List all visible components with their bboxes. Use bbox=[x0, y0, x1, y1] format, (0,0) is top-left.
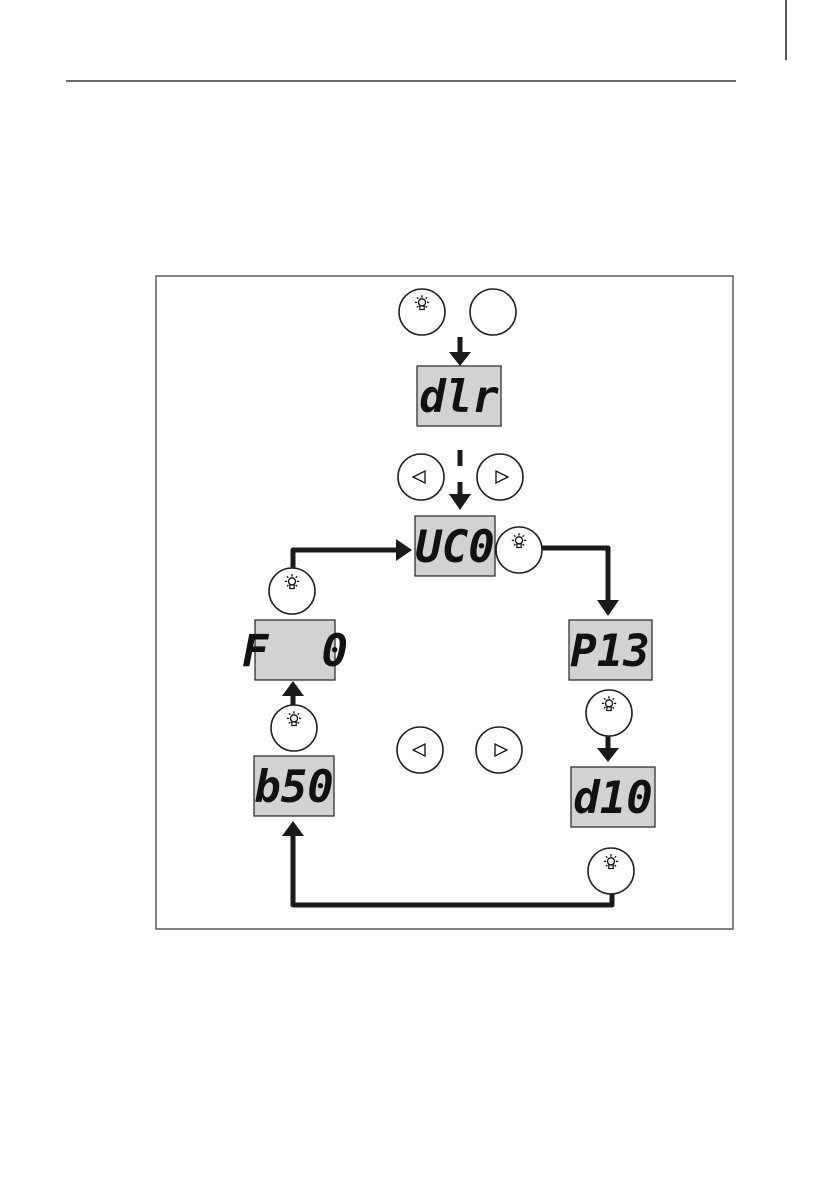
svg-text:F 0: F 0 bbox=[242, 626, 348, 677]
left-button-top[interactable] bbox=[398, 454, 444, 500]
svg-text:b50: b50 bbox=[254, 762, 333, 813]
enter-button-right-lower[interactable] bbox=[588, 848, 634, 894]
enter-button-uco[interactable] bbox=[496, 527, 542, 573]
display-d10: d10 bbox=[571, 767, 655, 827]
enter-button-left-upper[interactable] bbox=[269, 568, 315, 614]
svg-text:d10: d10 bbox=[573, 773, 652, 824]
blank-button-top[interactable] bbox=[470, 289, 516, 335]
display-dir: dlr bbox=[417, 366, 501, 426]
display-f0: F 0 bbox=[242, 620, 348, 680]
enter-button-right-upper[interactable] bbox=[586, 690, 632, 736]
display-b50: b50 bbox=[254, 756, 334, 816]
right-button-center[interactable] bbox=[476, 727, 522, 773]
enter-button-top[interactable] bbox=[399, 289, 445, 335]
display-uco: UC0 bbox=[415, 516, 495, 576]
left-button-center[interactable] bbox=[397, 727, 443, 773]
svg-text:P13: P13 bbox=[570, 626, 649, 677]
svg-text:dlr: dlr bbox=[419, 372, 499, 423]
right-button-top[interactable] bbox=[477, 454, 523, 500]
display-p13: P13 bbox=[569, 620, 652, 680]
enter-button-left-lower[interactable] bbox=[271, 705, 317, 751]
svg-text:UC0: UC0 bbox=[415, 522, 494, 573]
